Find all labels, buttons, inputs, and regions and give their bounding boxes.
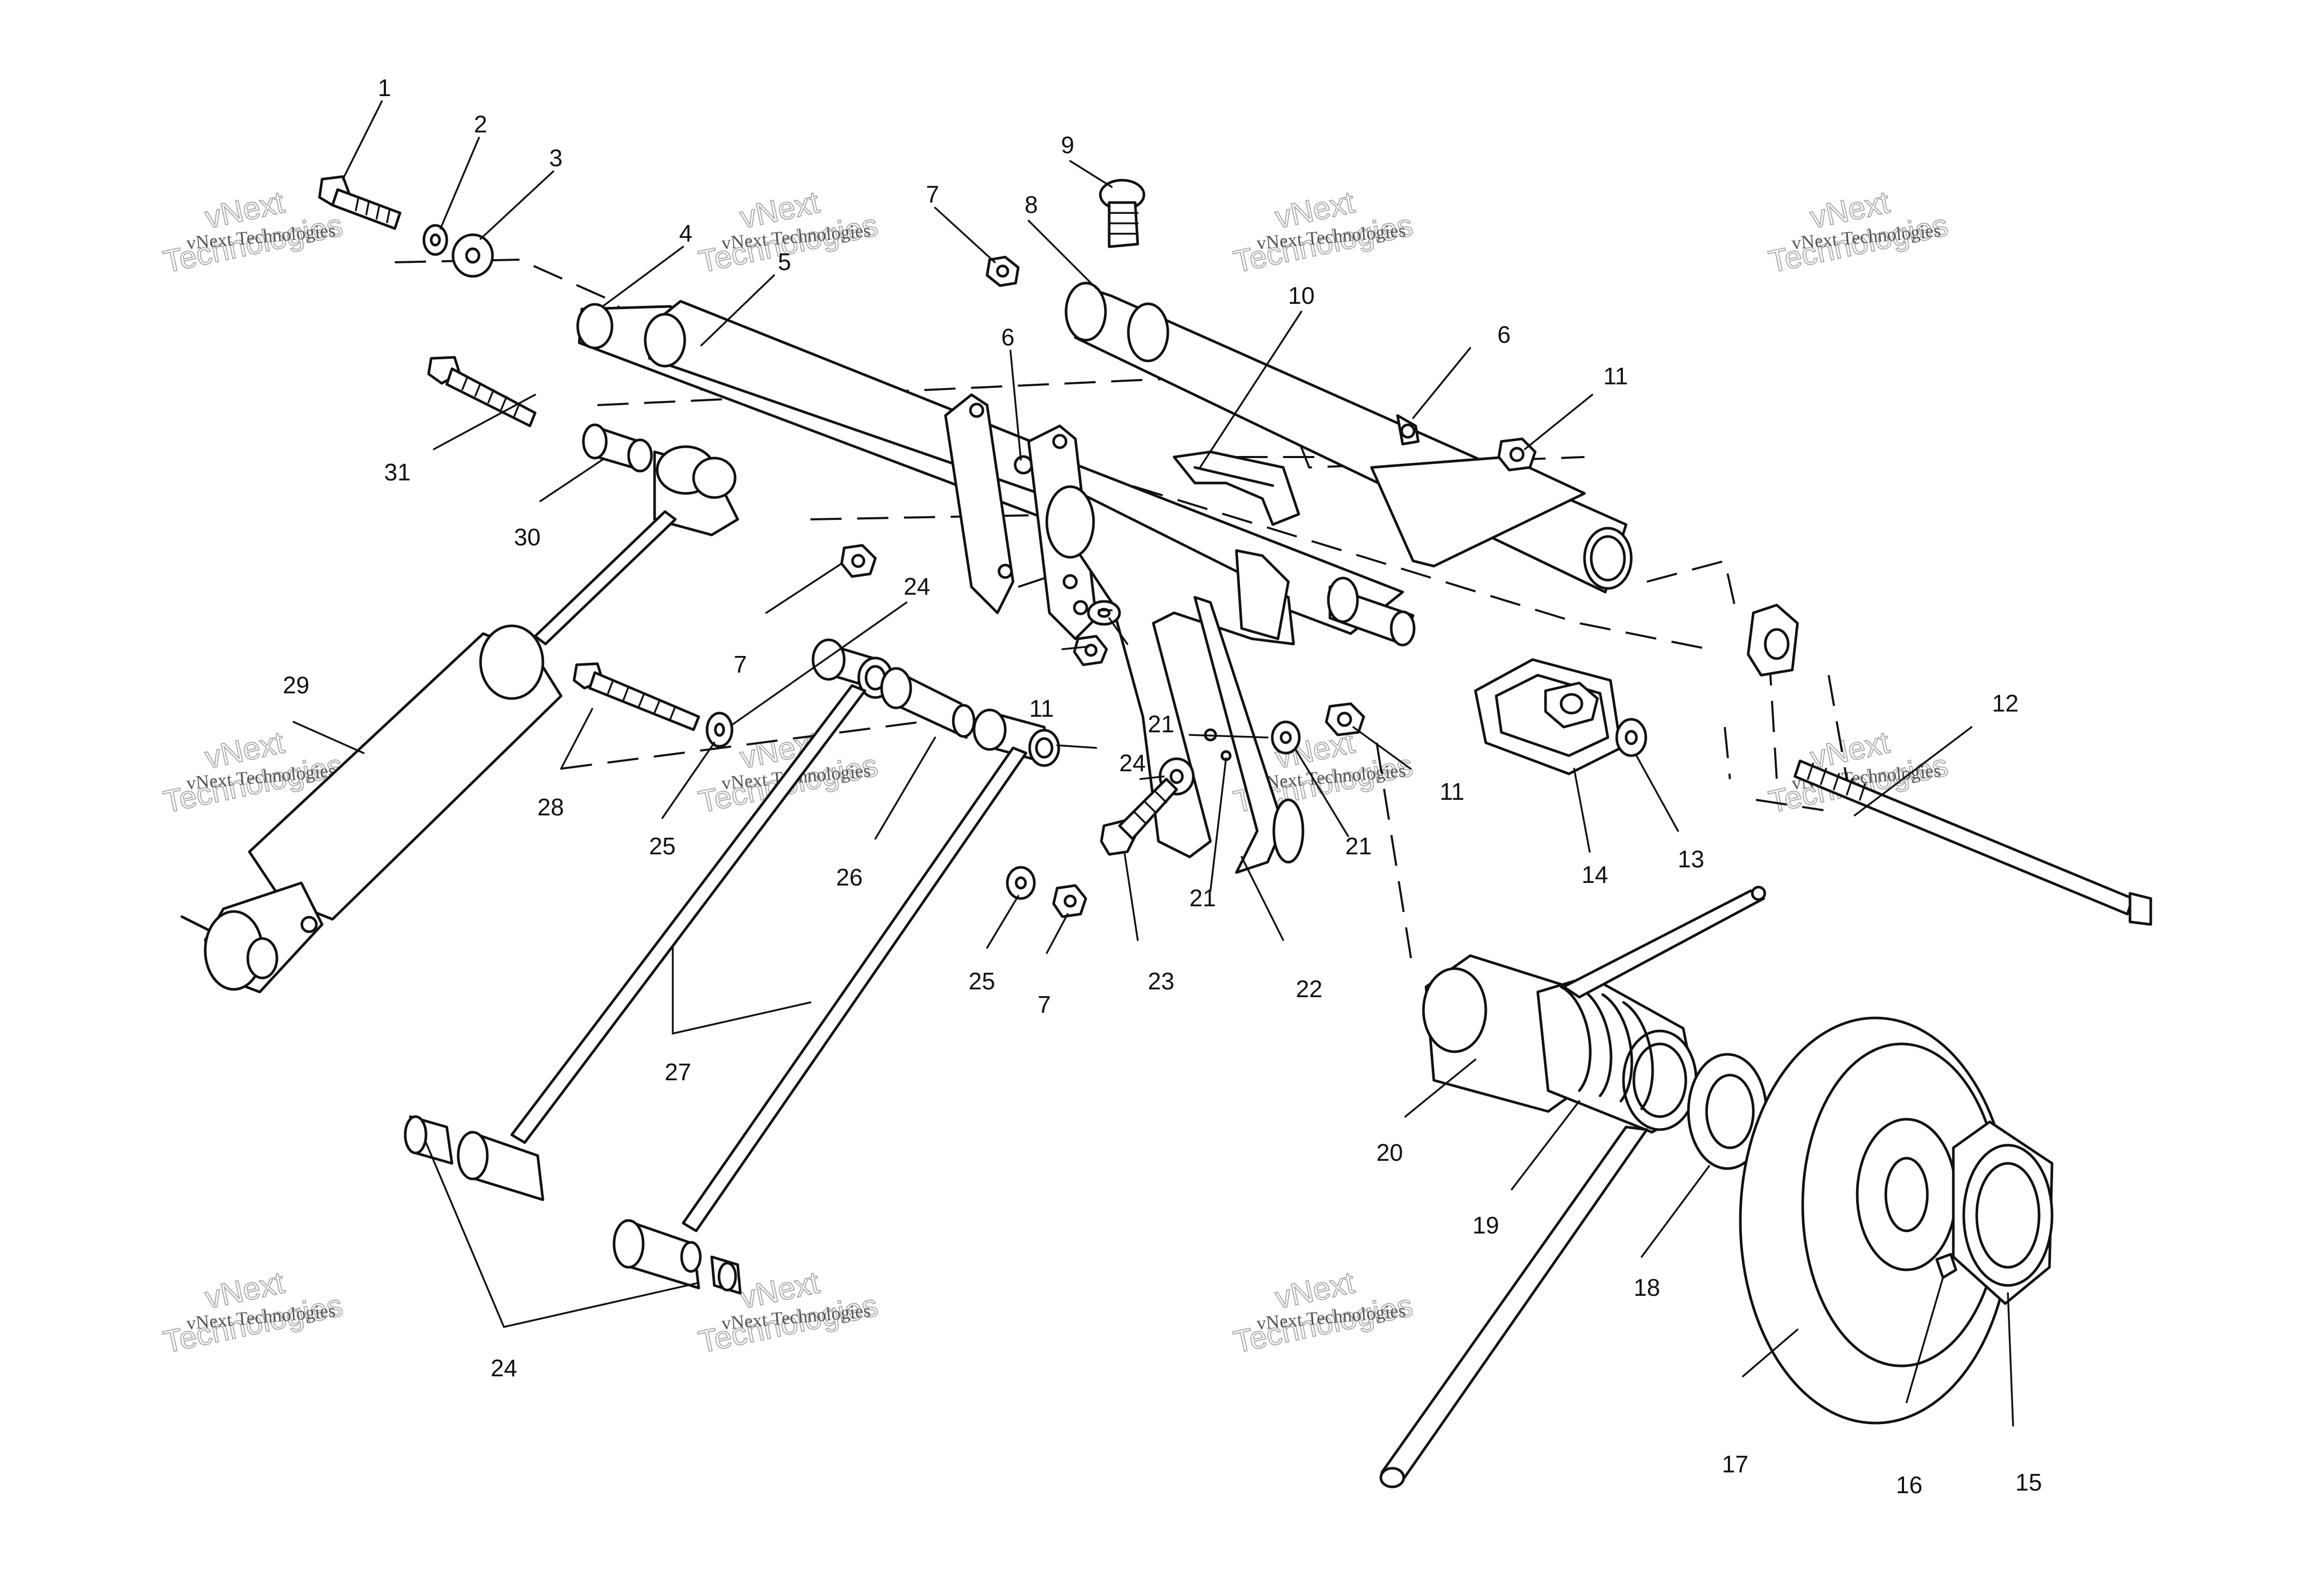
callout-22: 22 <box>1296 975 1322 1002</box>
callout-31: 31 <box>384 459 410 486</box>
callout-10: 10 <box>1288 282 1314 309</box>
callout-20: 20 <box>1376 1139 1403 1166</box>
washer-2 <box>422 224 448 256</box>
nut-7-lower <box>1052 884 1087 918</box>
callout-13: 13 <box>1677 846 1704 873</box>
callout-21a: 21 <box>1148 710 1174 737</box>
nut-6-right <box>1396 414 1420 446</box>
bolt-1 <box>318 175 402 230</box>
small-bracket-12 <box>1747 603 1799 677</box>
spacer-26 <box>880 667 976 739</box>
callout-25a: 25 <box>649 833 675 860</box>
callout-21c: 21 <box>1189 884 1216 911</box>
washer-13 <box>1615 718 1647 757</box>
callout-23: 23 <box>1148 968 1174 995</box>
callout-3: 3 <box>549 144 563 171</box>
callout-9: 9 <box>1061 131 1074 158</box>
callout-19: 19 <box>1472 1212 1499 1239</box>
callout-21b: 21 <box>1345 833 1371 860</box>
callout-4: 4 <box>679 220 693 247</box>
callout-26: 26 <box>836 864 862 891</box>
callout-15: 15 <box>2015 1469 2042 1496</box>
collar-15 <box>1952 1120 2054 1305</box>
leader-lines <box>292 100 2014 1427</box>
callout-24c: 24 <box>490 1354 517 1382</box>
callout-18: 18 <box>1633 1274 1660 1301</box>
callout-25b: 25 <box>968 968 995 995</box>
callout-5: 5 <box>778 248 791 275</box>
callout-17: 17 <box>1722 1451 1748 1478</box>
clip-10 <box>1173 450 1300 526</box>
callout-29: 29 <box>283 672 309 699</box>
setscrew-16 <box>1935 1253 1958 1279</box>
long-bolt-12 <box>1793 759 2152 926</box>
callout-7c: 7 <box>1037 991 1051 1018</box>
mount-block-14 <box>1474 658 1622 775</box>
callout-7b: 7 <box>734 651 747 678</box>
washer-18 <box>1687 1053 1768 1170</box>
callout-30: 30 <box>514 524 540 551</box>
nut-7-top <box>986 256 1020 287</box>
callout-labels: 1 2 3 4 5 6 6 7 7 7 8 9 10 11 11 11 12 1… <box>283 74 2042 1498</box>
callout-8: 8 <box>1024 191 1038 218</box>
bushing-30 <box>582 423 653 473</box>
spindle <box>1327 576 1416 647</box>
callout-2: 2 <box>474 111 487 138</box>
link-rod-27-left <box>404 638 894 1201</box>
callout-7a: 7 <box>926 181 939 208</box>
bolt-28 <box>572 662 700 731</box>
bolt-23 <box>1100 777 1178 856</box>
washer-25-right <box>1006 866 1036 900</box>
shock-absorber-29 <box>180 445 739 994</box>
callout-27: 27 <box>664 1058 691 1085</box>
callout-6b: 6 <box>1497 321 1511 348</box>
callout-11c: 11 <box>1440 778 1464 805</box>
callout-12: 12 <box>1992 690 2018 717</box>
callout-28: 28 <box>537 794 564 821</box>
callout-24a: 24 <box>903 573 930 600</box>
washer-21-a <box>1271 720 1301 755</box>
washer-25-left <box>705 712 734 748</box>
nut-11-mid <box>1073 635 1108 666</box>
spring-19 <box>1379 886 1766 1488</box>
link-rod-27-right <box>612 708 1060 1295</box>
bracket-left <box>944 393 1033 614</box>
callout-14: 14 <box>1581 861 1608 888</box>
washer-center <box>1087 600 1121 626</box>
callout-6a: 6 <box>1001 324 1015 351</box>
callout-11a: 11 <box>1603 363 1628 390</box>
callout-1: 1 <box>378 74 391 101</box>
frame-rail <box>1370 455 1586 568</box>
callout-11b: 11 <box>1029 695 1054 722</box>
bolt-9 <box>1099 179 1146 248</box>
bolt-31 <box>427 356 537 427</box>
pulley-17 <box>1739 1016 2012 1425</box>
washer-3 <box>451 233 494 278</box>
nut-7-mid <box>840 544 877 578</box>
nut-11-right <box>1497 437 1537 472</box>
callout-16: 16 <box>1896 1471 1922 1498</box>
callout-24b: 24 <box>1119 749 1146 776</box>
